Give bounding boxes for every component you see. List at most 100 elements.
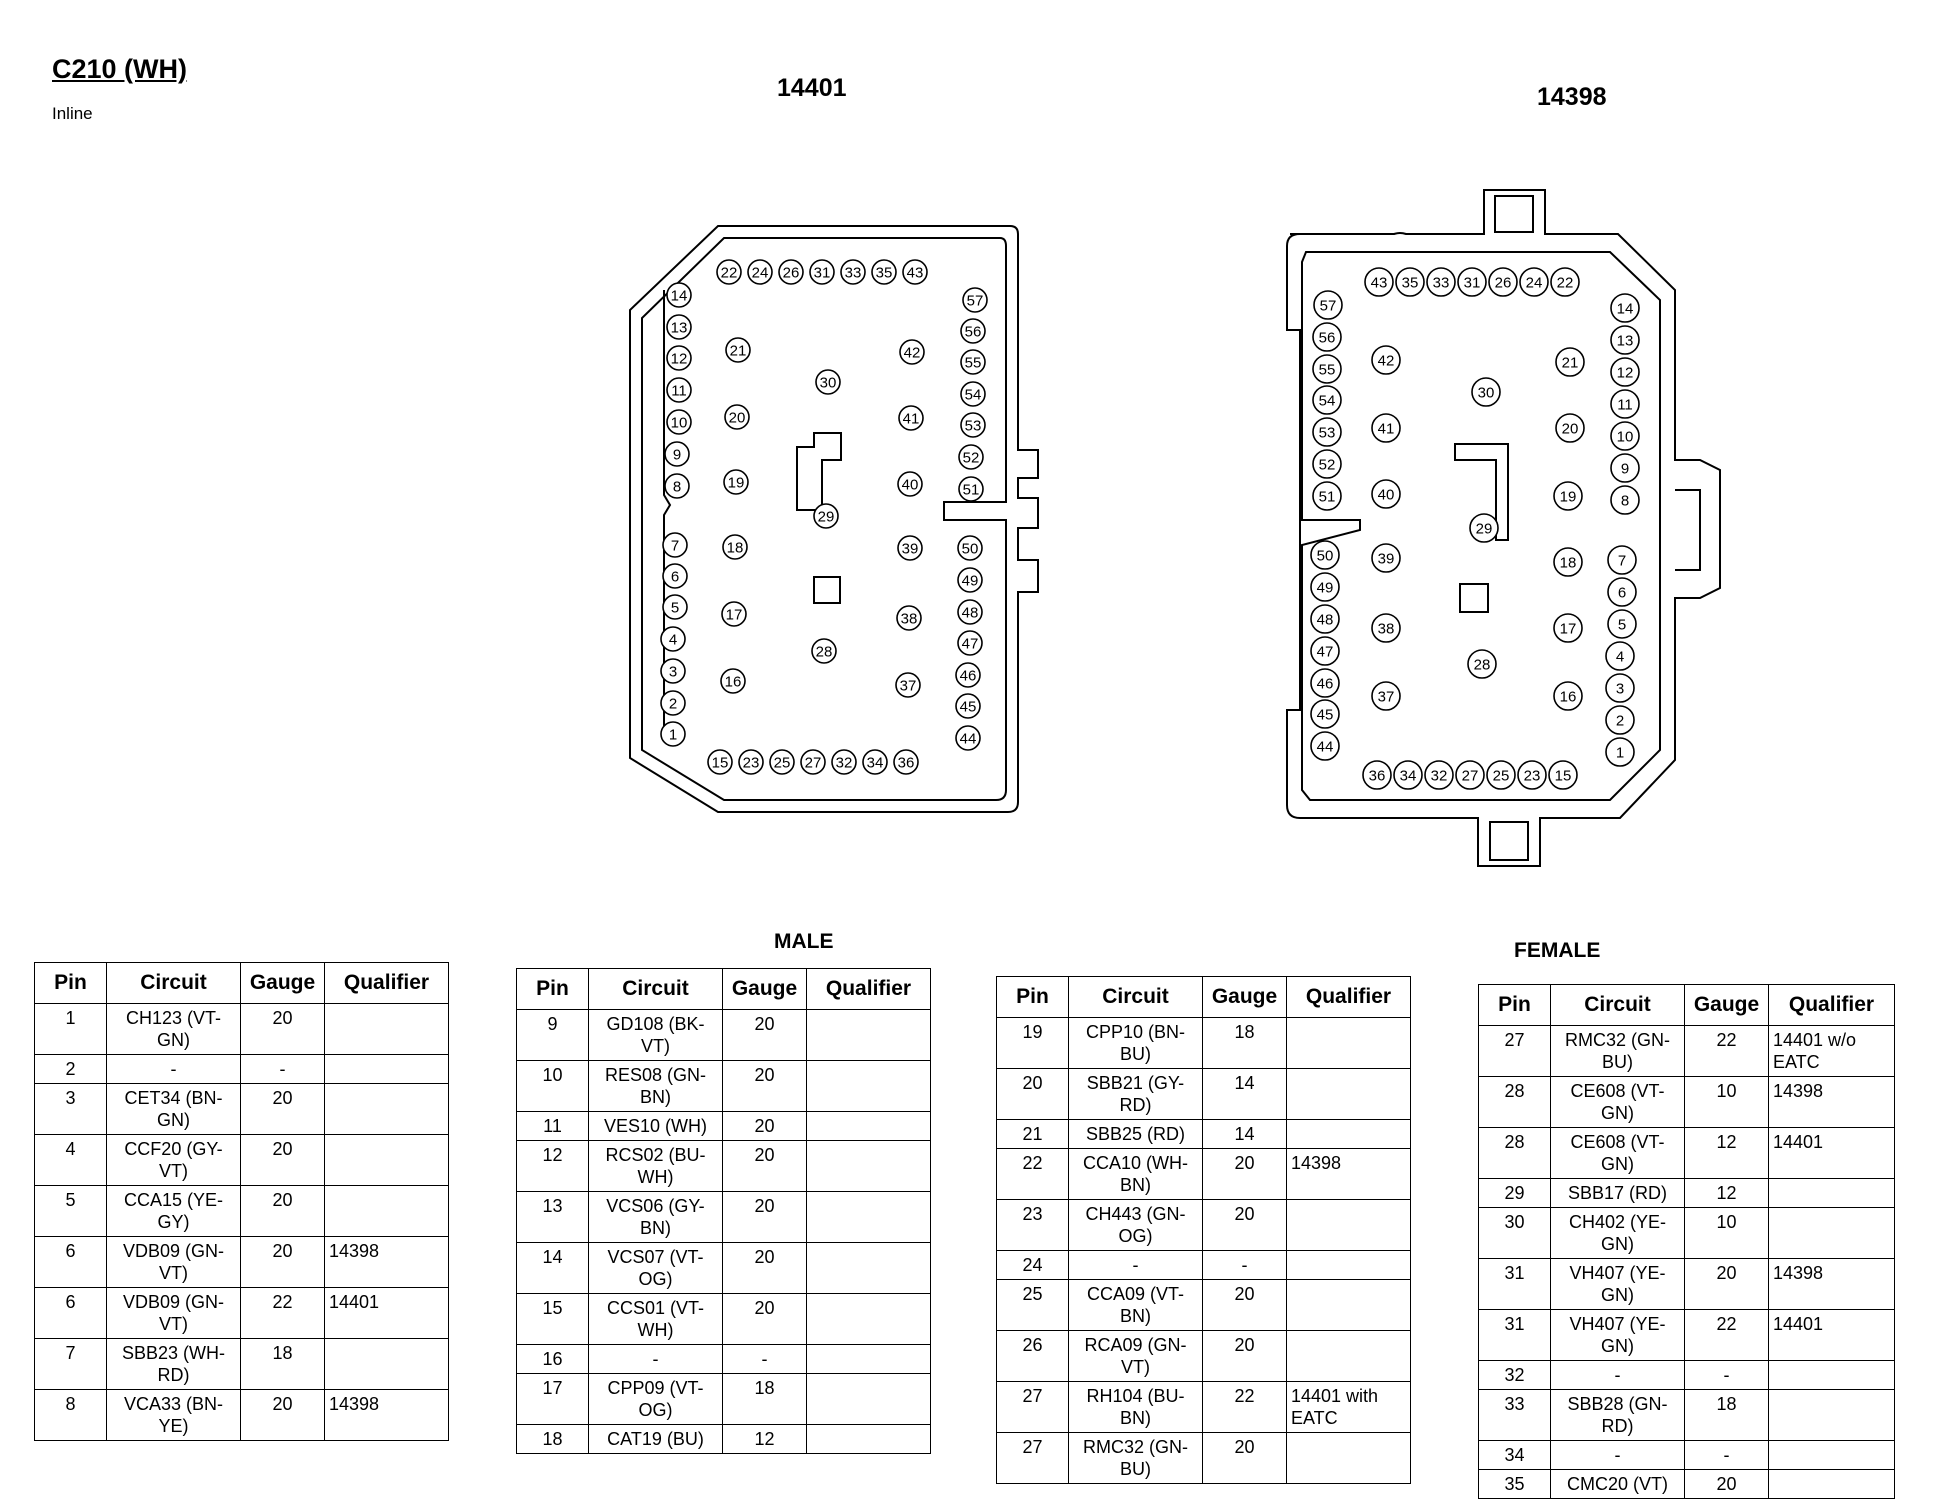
cell-pin: 27 [996, 1381, 1069, 1433]
cell-pin: 5 [34, 1185, 107, 1237]
cell-gauge: 10 [1684, 1076, 1769, 1128]
left-pin-34: 34 [862, 749, 888, 775]
right-pin-label: 41 [1378, 421, 1395, 438]
left-pin-42: 42 [899, 339, 925, 365]
cell-qualifier: 14398 [324, 1236, 449, 1288]
table-row: 34-- [1478, 1440, 1895, 1470]
right-pin-49: 49 [1310, 572, 1340, 602]
right-pin-label: 35 [1402, 275, 1419, 292]
cell-circuit: CCA09 (VT-BN) [1068, 1279, 1203, 1331]
left-pin-label: 40 [902, 477, 919, 494]
left-pin-8: 8 [664, 473, 690, 499]
left-pin-label: 24 [752, 265, 769, 282]
cell-pin: 23 [996, 1199, 1069, 1251]
left-pin-56: 56 [960, 318, 986, 344]
cell-pin: 12 [516, 1140, 589, 1192]
right-pin-label: 56 [1319, 330, 1336, 347]
cell-circuit: RH104 (BU-BN) [1068, 1381, 1203, 1433]
right-pin-51: 51 [1312, 481, 1342, 511]
column-header-gauge: Gauge [240, 962, 325, 1004]
column-header-pin: Pin [1478, 984, 1551, 1026]
cell-gauge: - [1202, 1250, 1287, 1280]
cell-pin: 28 [1478, 1076, 1551, 1128]
cell-pin: 4 [34, 1134, 107, 1186]
column-header-gauge: Gauge [722, 968, 807, 1010]
left-pin-label: 35 [876, 265, 893, 282]
cell-gauge: 22 [1684, 1309, 1769, 1361]
left-pin-27: 27 [800, 749, 826, 775]
left-pin-55: 55 [960, 349, 986, 375]
cell-qualifier [1286, 1432, 1411, 1484]
right-pin-label: 11 [1617, 397, 1633, 414]
cell-qualifier [324, 1134, 449, 1186]
cell-gauge: 18 [722, 1373, 807, 1425]
left-pin-48: 48 [957, 599, 983, 625]
left-pin-label: 16 [725, 674, 742, 691]
cell-circuit: CCS01 (VT-WH) [588, 1293, 723, 1345]
cell-circuit: - [106, 1054, 241, 1084]
left-pin-label: 2 [669, 696, 677, 713]
left-pin-17: 17 [721, 601, 747, 627]
left-pin-45: 45 [955, 693, 981, 719]
right-pin-label: 27 [1462, 768, 1479, 785]
left-pin-label: 11 [671, 383, 687, 400]
right-pin-57: 57 [1313, 290, 1343, 320]
cell-qualifier [324, 1338, 449, 1390]
right-pin-52: 52 [1312, 449, 1342, 479]
right-pin-50: 50 [1310, 540, 1340, 570]
cell-circuit: CET34 (BN-GN) [106, 1083, 241, 1135]
left-pin-label: 42 [904, 345, 921, 362]
right-pin-36: 36 [1362, 760, 1392, 790]
cell-gauge: 20 [722, 1191, 807, 1243]
right-pin-label: 43 [1371, 275, 1388, 292]
left-pin-50: 50 [957, 535, 983, 561]
left-pin-31: 31 [809, 259, 835, 285]
left-pin-7: 7 [662, 532, 688, 558]
right-pin-label: 13 [1617, 333, 1634, 350]
left-pin-label: 45 [960, 699, 977, 716]
left-pin-label: 37 [900, 678, 917, 695]
cell-circuit: VCS07 (VT-OG) [588, 1242, 723, 1294]
cell-qualifier [324, 1054, 449, 1084]
cell-circuit: VH407 (YE-GN) [1550, 1258, 1685, 1310]
cell-circuit: - [1550, 1360, 1685, 1390]
cell-circuit: SBB28 (GN-RD) [1550, 1389, 1685, 1441]
cell-circuit: CCA15 (YE-GY) [106, 1185, 241, 1237]
column-header-circuit: Circuit [588, 968, 723, 1010]
cell-pin: 29 [1478, 1178, 1551, 1208]
cell-gauge: 14 [1202, 1119, 1287, 1149]
column-header-circuit: Circuit [1068, 976, 1203, 1018]
right-pin-55: 55 [1312, 354, 1342, 384]
cell-gauge: 12 [722, 1424, 807, 1454]
right-pin-6: 6 [1607, 577, 1637, 607]
cell-qualifier [1768, 1389, 1895, 1441]
cell-gauge: - [1684, 1440, 1769, 1470]
left-pin-label: 27 [805, 755, 822, 772]
right-pin-label: 12 [1617, 365, 1634, 382]
right-connector-pins: 1234567891011121314151617181920212223242… [1310, 267, 1640, 790]
cell-qualifier [1768, 1440, 1895, 1470]
cell-circuit: RCA09 (GN-VT) [1068, 1330, 1203, 1382]
left-pin-44: 44 [955, 725, 981, 751]
left-pin-47: 47 [957, 630, 983, 656]
right-pin-label: 54 [1319, 393, 1336, 410]
cell-pin: 13 [516, 1191, 589, 1243]
left-pin-54: 54 [960, 381, 986, 407]
cell-circuit: VH407 (YE-GN) [1550, 1309, 1685, 1361]
right-pin-25: 25 [1486, 760, 1516, 790]
left-pin-41: 41 [898, 405, 924, 431]
cell-gauge: 18 [1684, 1389, 1769, 1441]
left-pin-38: 38 [896, 605, 922, 631]
cell-pin: 22 [996, 1148, 1069, 1200]
right-pin-48: 48 [1310, 604, 1340, 634]
cell-gauge: 20 [1684, 1258, 1769, 1310]
cell-pin: 34 [1478, 1440, 1551, 1470]
cell-qualifier [1286, 1017, 1411, 1069]
cell-gauge: 20 [722, 1111, 807, 1141]
